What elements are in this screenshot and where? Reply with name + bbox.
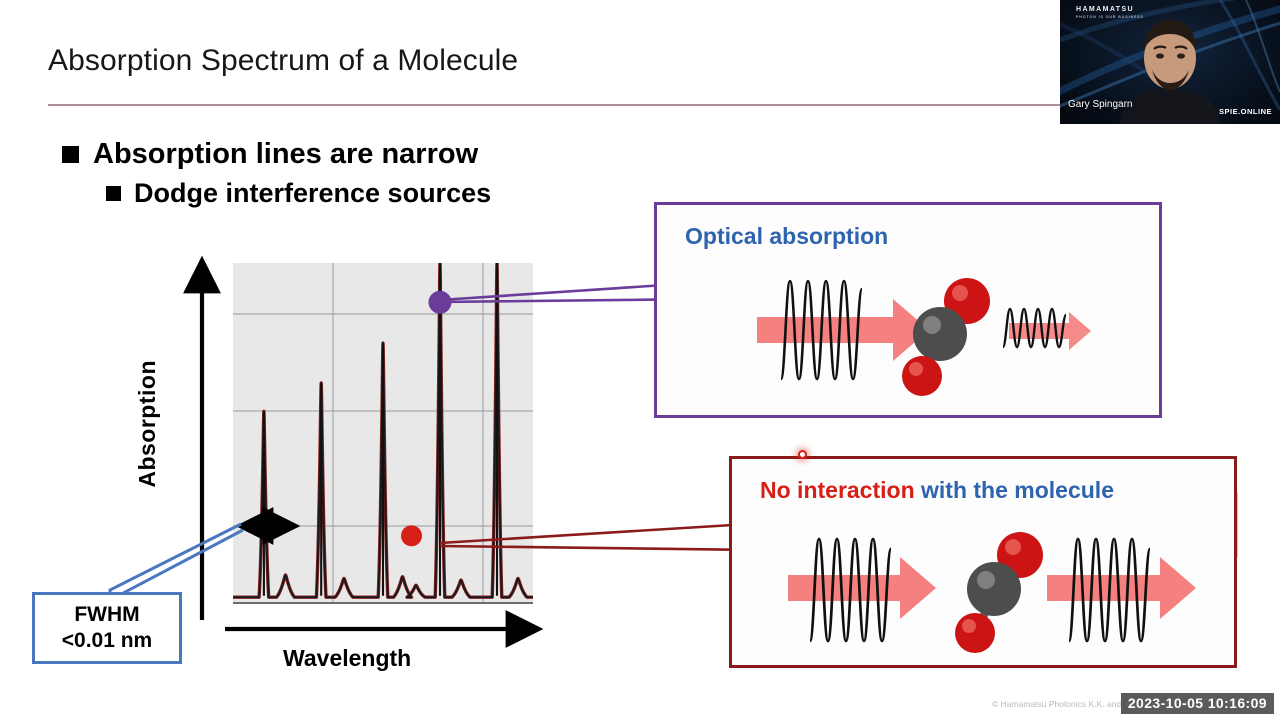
panel-optical-heading: Optical absorption (685, 223, 889, 249)
red-marker-dot[interactable] (401, 525, 422, 547)
bullet-item-1-label: Absorption lines are narrow (93, 138, 479, 170)
copyright-notice: © Hamamatsu Photonics K.K. and its (992, 699, 1132, 709)
incoming-beam-arrow-icon (788, 557, 936, 619)
no-interaction-illustration (788, 532, 1196, 653)
bullet-square-icon (106, 186, 121, 201)
bullet-item-2: Dodge interference sources (106, 178, 491, 209)
co2-molecule-icon (902, 278, 990, 396)
fwhm-label: FWHM (74, 603, 140, 627)
incoming-wave-icon (779, 279, 864, 381)
spie-online-brand: SPIE.ONLINE (1218, 107, 1272, 116)
hamamatsu-logo-tagline: PHOTON IS OUR BUSINESS (1076, 15, 1144, 19)
panel-optical-absorption: Optical absorption (654, 202, 1162, 418)
outgoing-beam-arrow-icon (1009, 312, 1091, 350)
panel-nointeract-heading-part2: with the molecule (914, 477, 1114, 503)
webcam-video-overlay[interactable]: HAMAMATSU PHOTON IS OUR BUSINESS Gary Sp… (1060, 0, 1280, 124)
webcam-frame (1060, 0, 1280, 124)
red-dot-artifact-icon (798, 450, 807, 459)
bullet-item-2-label: Dodge interference sources (134, 178, 492, 208)
outgoing-wave-icon (1001, 307, 1068, 349)
recording-timestamp: 2023-10-05 10:16:09 (1120, 693, 1274, 714)
outgoing-wave-icon (1067, 537, 1152, 643)
panel-nointeract-heading-part1: No interaction (760, 477, 915, 503)
panel-nointeract-heading: No interaction with the molecule (760, 477, 1114, 504)
incoming-wave-icon (808, 537, 893, 643)
fwhm-value: <0.01 nm (61, 629, 153, 652)
panel-no-interaction: No interaction with the molecule (729, 450, 1237, 668)
outgoing-beam-arrow-icon (1047, 557, 1196, 619)
presenter-avatar (1120, 20, 1220, 124)
incoming-beam-arrow-icon (757, 299, 929, 361)
purple-marker-dot[interactable] (428, 290, 452, 314)
page-title: Absorption Spectrum of a Molecule (48, 44, 519, 77)
optical-absorption-illustration (757, 278, 1091, 396)
title-divider (48, 104, 1280, 106)
co2-molecule-icon (955, 532, 1043, 653)
bullet-item-1: Absorption lines are narrow (62, 138, 478, 171)
fwhm-callout-box: FWHM <0.01 nm (32, 592, 182, 664)
presenter-name-label: Gary Spingarn (1068, 99, 1133, 110)
bullet-square-icon (62, 146, 79, 163)
hamamatsu-logo: HAMAMATSU (1076, 6, 1134, 13)
x-axis-label: Wavelength (283, 645, 412, 671)
blue-leader (108, 522, 244, 603)
